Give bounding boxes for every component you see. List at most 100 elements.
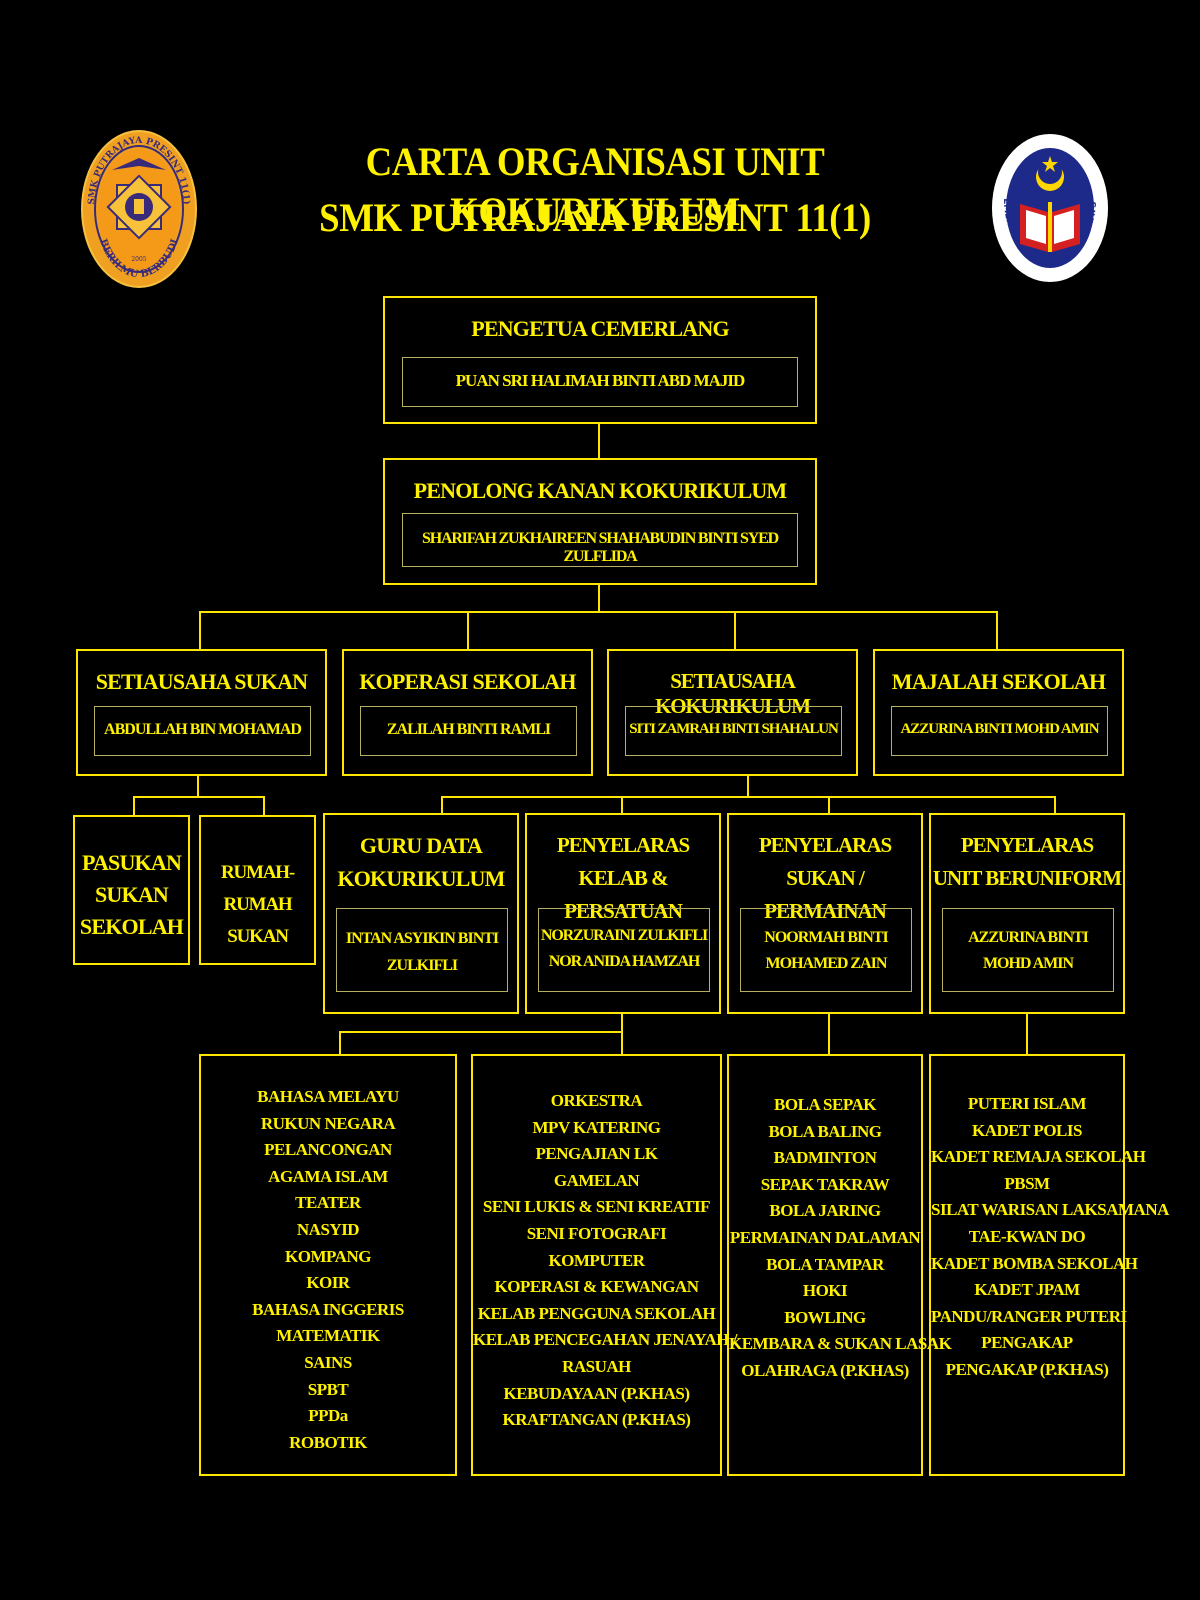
list-item: BADMINTON [773,1148,877,1168]
node-name-box: AZZURINA BINTI MOHD AMIN [891,706,1108,756]
node-role: PENYELARAS [960,833,1094,857]
list-item: KADET POLIS [972,1120,1082,1140]
school-logo-year: 2005 [131,256,146,263]
node-penyelaras-kelab-persatuan: PENYELARAS KELAB & PERSATUAN NORZURAINI … [525,813,721,1014]
chart-title-line1: CARTA ORGANISASI UNIT KOKURIKULUM [365,139,825,234]
node-line: SUKAN [94,882,169,907]
connector-line [621,1031,623,1055]
node-role: PENYELARAS [758,833,892,857]
list-item: KOMPANG [285,1246,371,1266]
node-name: SITI ZAMRAH BINTI SHAHALUN [629,721,839,737]
node-line: PASUKAN [81,850,182,875]
node-penolong-kanan: PENOLONG KANAN KOKURIKULUM SHARIFAH ZUKH… [383,458,817,585]
node-role: KELAB & PERSATUAN [564,866,683,923]
list-item: TAE-KWAN DO [968,1226,1086,1246]
school-logo: SMK PUTRAJAYA PRESINT 11(1) BERILMU BERB… [81,130,197,288]
list-item: AGAMA ISLAM [268,1166,388,1186]
list-item: BOWLING [784,1307,866,1327]
connector-line [339,1031,341,1055]
connector-line [197,775,199,797]
connector-line [441,796,443,815]
connector-line [621,1012,623,1032]
list-item: MATEMATIK [276,1326,380,1346]
node-pengetua: PENGETUA CEMERLANG PUAN SRI HALIMAH BINT… [383,296,817,424]
node-role: SUKAN / PERMAINAN [764,866,887,923]
list-item: PERMAINAN DALAMAN [729,1227,921,1247]
node-name-box: PUAN SRI HALIMAH BINTI ABD MAJID [402,357,798,407]
list-item: BAHASA INGGERIS [252,1299,404,1319]
connector-line [1054,796,1056,815]
list-item: BOLA BALING [768,1121,882,1141]
connector-line [828,796,830,815]
connector-line [467,611,469,649]
connector-line [598,585,600,613]
chart-title-line2: SMK PUTRAJAYA PRESINT 11(1) [319,195,871,240]
connector-line [263,796,265,815]
connector-line [441,796,1056,798]
connector-line [339,1031,623,1033]
node-role: UNIT BERUNIFORM [932,866,1122,890]
list-item: TEATER [295,1193,361,1213]
node-pasukan-sukan-sekolah: PASUKAN SUKAN SEKOLAH [73,815,190,965]
list-item: RASUAH [562,1356,631,1376]
node-name: AZZURINA BINTI MOHD AMIN [900,721,1099,737]
node-name-box: SHARIFAH ZUKHAIREEN SHAHABUDIN BINTI SYE… [402,513,798,567]
node-koperasi-sekolah: KOPERASI SEKOLAH ZALILAH BINTI RAMLI [342,649,593,776]
node-name: MOHD AMIN [982,955,1074,972]
list-item: KOMPUTER [548,1250,645,1270]
list-item: KELAB PENCEGAHAN JENAYAH / [473,1330,737,1350]
node-name: INTAN ASYIKIN BINTI [345,930,499,947]
list-item: ROBOTIK [289,1432,367,1452]
node-name-box: AZZURINA BINTI MOHD AMIN [942,908,1114,992]
node-role: SETIAUSAHA SUKAN [95,669,308,694]
list-item: OLAHRAGA (P.KHAS) [741,1360,909,1380]
node-setiausaha-kokurikulum: SETIAUSAHA KOKURIKULUM SITI ZAMRAH BINTI… [607,649,858,776]
list-item: MPV KATERING [532,1117,661,1137]
connector-line [133,796,135,815]
list-item: BOLA SEPAK [774,1095,876,1114]
node-role: PENYELARAS [556,833,690,857]
connector-line [828,1012,830,1055]
node-name-box: ZALILAH BINTI RAMLI [360,706,577,756]
list-item: PELANCONGAN [264,1140,392,1160]
connector-line [199,611,998,613]
node-role: MAJALAH SEKOLAH [891,669,1106,694]
list-item: SENI FOTOGRAFI [526,1223,667,1243]
list-item: PENGAKAP (P.KHAS) [945,1359,1109,1379]
connector-line [1026,1012,1028,1055]
node-name: ZALILAH BINTI RAMLI [386,721,551,738]
connector-line [133,796,265,798]
list-item: PANDU/RANGER PUTERI [931,1306,1127,1326]
node-name-box: SITI ZAMRAH BINTI SHAHALUN [625,706,842,756]
node-line: RUMAH-RUMAH [220,862,295,915]
list-item: PENGAKAP [981,1333,1073,1353]
list-item: KOPERASI & KEWANGAN [494,1277,699,1297]
list-item: KADET JPAM [974,1280,1080,1300]
connector-line [598,424,600,460]
node-line: SUKAN [227,926,289,947]
list-item: SENI LUKIS & SENI KREATIF [482,1197,711,1217]
node-name-box: NOORMAH BINTI MOHAMED ZAIN [740,908,912,992]
node-role: KOKURIKULUM [337,866,505,891]
connector-line [747,775,749,797]
list-item: KRAFTANGAN (P.KHAS) [502,1410,691,1430]
list-item: PPDa [308,1406,348,1426]
list-item: SAINS [304,1352,352,1372]
node-role: KOPERASI SEKOLAH [359,669,576,694]
list-item: GAMELAN [553,1170,640,1190]
list-item: KADET BOMBA SEKOLAH [931,1253,1138,1273]
node-role: PENGETUA CEMERLANG [471,316,729,341]
list-item: PENGAJIAN LK [535,1144,658,1164]
node-name: MOHAMED ZAIN [765,955,888,972]
node-name-box: NORZURAINI ZULKIFLI NOR ANIDA HAMZAH [538,908,710,992]
node-rumah-rumah-sukan: RUMAH-RUMAH SUKAN [199,815,316,965]
list-item: KEMBARA & SUKAN LASAK [729,1334,952,1354]
node-role: PENOLONG KANAN KOKURIKULUM [413,478,788,503]
connector-line [996,611,998,649]
